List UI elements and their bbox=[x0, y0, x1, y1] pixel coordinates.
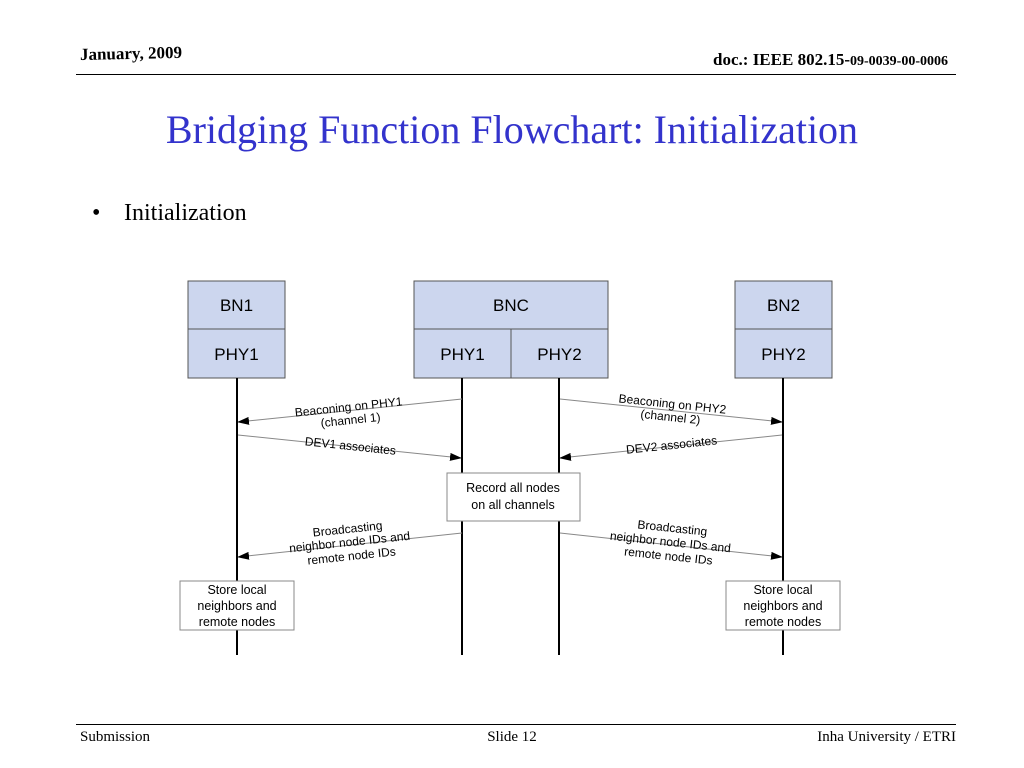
bn2-phy-label: PHY2 bbox=[761, 345, 805, 364]
slide-title: Bridging Function Flowchart: Initializat… bbox=[165, 107, 859, 152]
arrow-beacon-phy1 bbox=[237, 398, 463, 425]
bn1-phy-box bbox=[187, 328, 286, 379]
doc-prefix: doc.: IEEE 802.15- bbox=[713, 50, 850, 69]
bullet-text: Initialization bbox=[124, 200, 247, 226]
arrow-beacon-phy2 bbox=[559, 398, 783, 425]
bnc-phy1-label: PHY1 bbox=[440, 345, 484, 364]
store-right-box: Store local neighbors and remote nodes bbox=[725, 580, 841, 631]
record-box-frame bbox=[446, 472, 581, 522]
arrow-broadcast-left bbox=[237, 532, 463, 560]
store-left-line-3: remote nodes bbox=[199, 615, 275, 629]
bnc-phy2-label: PHY2 bbox=[537, 345, 581, 364]
store-left-frame bbox=[179, 580, 295, 631]
bnc-phy1-box bbox=[413, 328, 512, 379]
footer-slide-number: Slide 12 bbox=[487, 729, 537, 745]
store-left-box: Store local neighbors and remote nodes bbox=[179, 580, 295, 631]
arrow-dev2-associates bbox=[559, 434, 783, 461]
entity-bn2: BN2 PHY2 bbox=[734, 280, 833, 379]
header-rule bbox=[76, 74, 956, 75]
label-dev1-associates: DEV1 associates bbox=[304, 434, 396, 457]
bn2-phy-box bbox=[734, 328, 833, 379]
footer-submission: Submission bbox=[80, 729, 151, 745]
record-box-line-2: on all channels bbox=[471, 498, 554, 512]
bn2-top-box bbox=[734, 280, 833, 330]
label-beacon-phy2-2: (channel 2) bbox=[640, 407, 701, 427]
bnc-phy2-box bbox=[510, 328, 609, 379]
store-right-line-2: neighbors and bbox=[743, 599, 822, 613]
bn1-phy-label: PHY1 bbox=[214, 345, 258, 364]
bn1-label: BN1 bbox=[220, 296, 253, 315]
store-right-line-3: remote nodes bbox=[745, 615, 821, 629]
doc-number: 09-0039-00-0006 bbox=[850, 54, 948, 69]
bn2-label: BN2 bbox=[767, 296, 800, 315]
label-beacon-phy1-2: (channel 1) bbox=[320, 410, 381, 430]
arrow-broadcast-right bbox=[559, 532, 783, 560]
bnc-label: BNC bbox=[493, 296, 529, 315]
label-dev2-associates: DEV2 associates bbox=[625, 433, 717, 456]
footer-affiliation: Inha University / ETRI bbox=[817, 729, 956, 745]
arrow-dev1-associates bbox=[237, 434, 462, 461]
record-box-line-1: Record all nodes bbox=[466, 481, 560, 495]
store-left-line-2: neighbors and bbox=[197, 599, 276, 613]
bn1-top-box bbox=[187, 280, 286, 330]
header-doc-id: doc.: IEEE 802.15-09-0039-00-0006 bbox=[713, 50, 948, 70]
store-right-line-1: Store local bbox=[753, 583, 812, 597]
bullet-dot: • bbox=[92, 200, 101, 226]
store-right-frame bbox=[725, 580, 841, 631]
bullet-item: • Initialization bbox=[92, 200, 247, 227]
record-nodes-box: Record all nodes on all channels bbox=[446, 472, 581, 522]
entity-bnc: BNC PHY1 PHY2 bbox=[413, 280, 609, 379]
footer-rule bbox=[76, 724, 956, 725]
entity-bn1: BN1 PHY1 bbox=[187, 280, 286, 379]
store-left-line-1: Store local bbox=[207, 583, 266, 597]
